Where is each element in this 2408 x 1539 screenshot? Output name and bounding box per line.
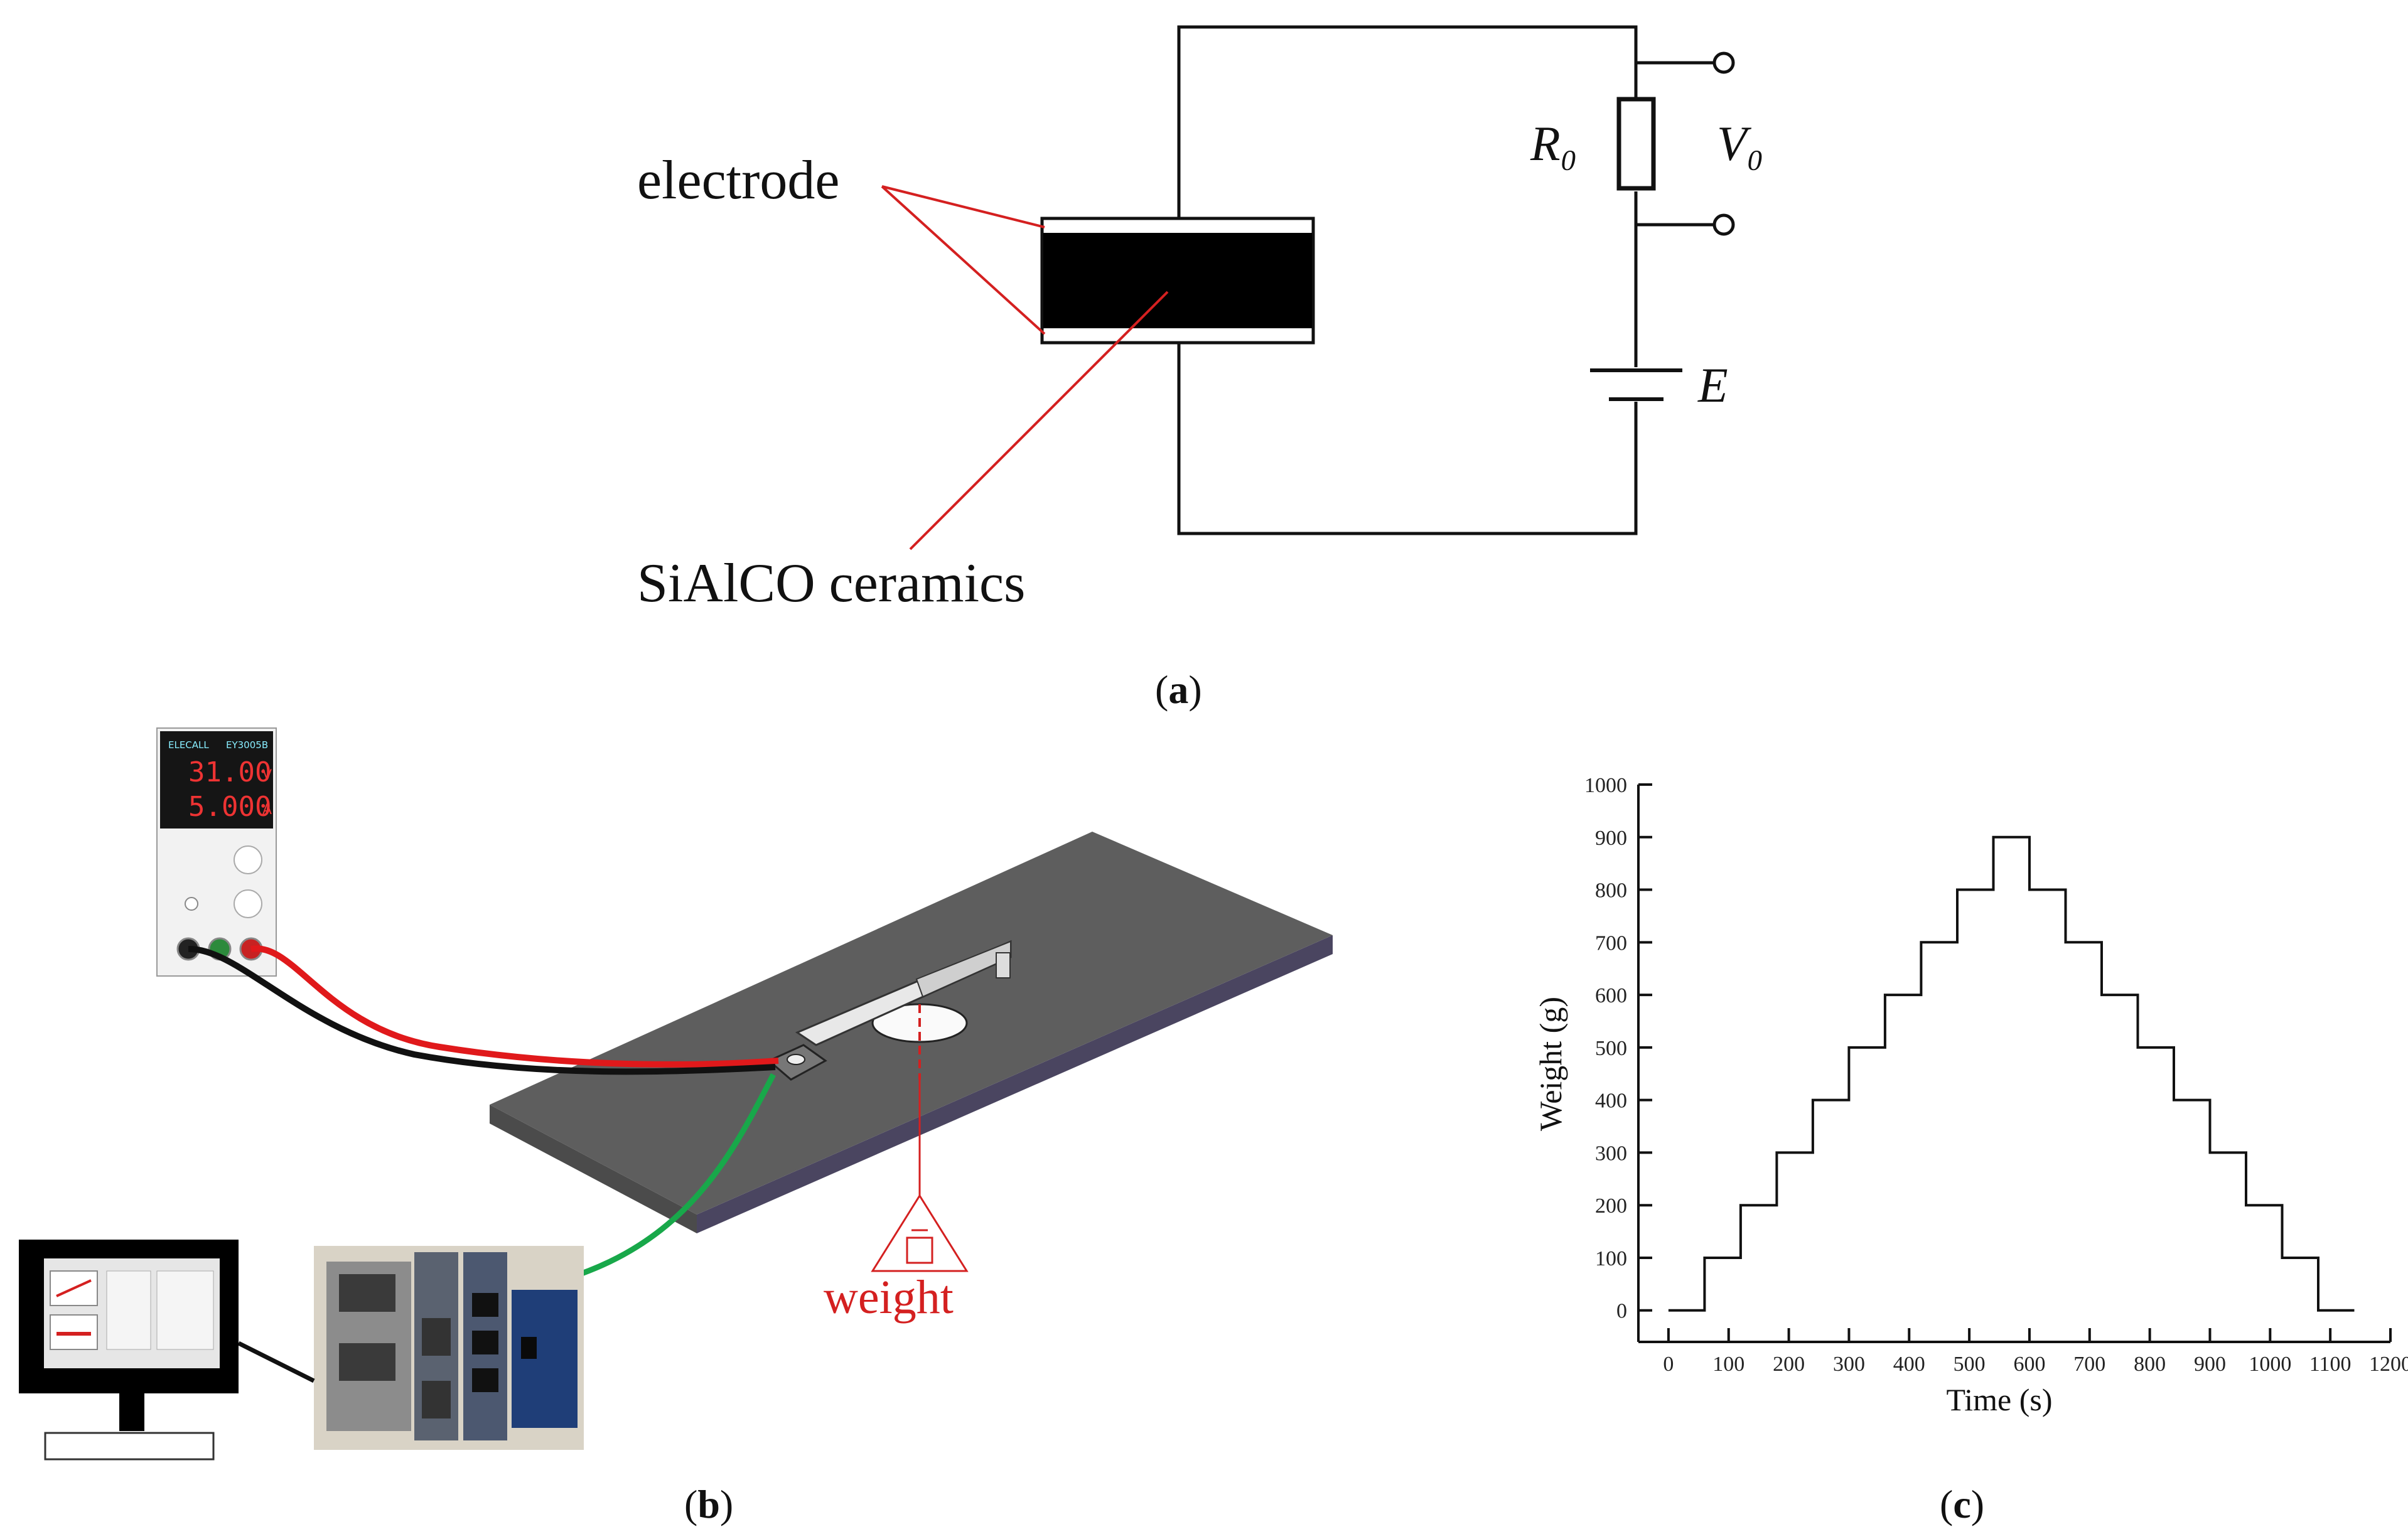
electrode-label: electrode [637, 150, 839, 211]
plate-side-front [490, 1105, 697, 1233]
y-tick-label: 700 [1595, 931, 1627, 955]
x-tick-label: 900 [2194, 1353, 2226, 1376]
x-tick-label: 1100 [2309, 1353, 2352, 1376]
y-tick-label: 300 [1595, 1142, 1627, 1165]
x-tick-label: 400 [1893, 1353, 1925, 1376]
y-tick-label: 0 [1616, 1300, 1627, 1323]
y-tick-label: 600 [1595, 984, 1627, 1007]
e-label: E [1697, 358, 1728, 412]
terminal-bottom [1712, 213, 1735, 236]
svg-text:ELECALL: ELECALL [168, 739, 209, 751]
x-tick-label: 700 [2073, 1353, 2105, 1376]
y-tick-label: 400 [1595, 1090, 1627, 1113]
chart-ylabel: Weight (g) [1533, 997, 1568, 1131]
panel-a-circuit [1177, 25, 1735, 535]
ceramic-sample [1040, 217, 1315, 345]
v0-label: V₀ [1717, 116, 1764, 171]
y-tick-label: 500 [1595, 1037, 1627, 1060]
wire-red [250, 945, 779, 1068]
x-tick-label: 0 [1663, 1353, 1674, 1376]
x-tick-label: 100 [1712, 1353, 1744, 1376]
svg-text:EY3005B: EY3005B [226, 739, 268, 751]
caption-b: (b) [684, 1482, 733, 1526]
x-tick-label: 600 [2013, 1353, 2045, 1376]
y-tick-label: 800 [1595, 879, 1627, 903]
ceramic-body [1043, 233, 1312, 328]
svg-text:A: A [262, 802, 272, 818]
chart-y-ticks: 0 100 200 300 400 500 600 700 800 900 1000 [1584, 774, 1652, 1323]
y-tick-label: 100 [1595, 1247, 1627, 1270]
weight-series-line [1668, 835, 2355, 1312]
y-tick-label: 1000 [1584, 774, 1627, 797]
plate-side-right [697, 935, 1333, 1233]
chart-x-ticks: 0 100 200 300 400 500 600 700 800 900 1000 1100 1200 [1663, 1328, 2408, 1376]
x-tick-label: 300 [1833, 1353, 1865, 1376]
daq-device [314, 1246, 584, 1450]
test-plate [490, 832, 1333, 1233]
power-supply: ELECALL EY3005B 31.00 V 5.000 A [156, 727, 277, 977]
x-tick-label: 200 [1773, 1353, 1805, 1376]
circuit-wire-bottom [1177, 342, 1638, 535]
ceramics-label: SiAlCO ceramics [637, 553, 1025, 614]
x-tick-label: 500 [1954, 1353, 1986, 1376]
x-tick-label: 1000 [2249, 1353, 2291, 1376]
svg-text:V: V [262, 768, 272, 783]
wire-black [188, 945, 776, 1075]
resistor-r0 [1616, 97, 1656, 191]
panel-c-chart: 0 100 200 300 400 500 600 700 800 900 1000 0 100 200… [1533, 774, 2408, 1417]
terminal-top [1712, 51, 1735, 74]
psu-voltage-readout: 31.00 [188, 756, 271, 788]
caption-c: (c) [1940, 1482, 1984, 1526]
caption-a: (a) [1155, 667, 1202, 712]
r0-label: R₀ [1530, 116, 1578, 171]
monitor-cable [237, 1341, 315, 1383]
sensor-beam [767, 940, 1012, 1081]
y-tick-label: 200 [1595, 1194, 1627, 1218]
weight-label: weight [824, 1271, 954, 1324]
psu-current-readout: 5.000 [188, 791, 271, 823]
chart-xlabel: Time (s) [1946, 1382, 2052, 1417]
x-tick-label: 800 [2134, 1353, 2166, 1376]
weight-icon [871, 1194, 969, 1272]
annotation-pointers [881, 185, 1169, 550]
computer-monitor [19, 1240, 315, 1461]
x-tick-label: 1200 [2369, 1353, 2408, 1376]
y-tick-label: 900 [1595, 827, 1627, 850]
